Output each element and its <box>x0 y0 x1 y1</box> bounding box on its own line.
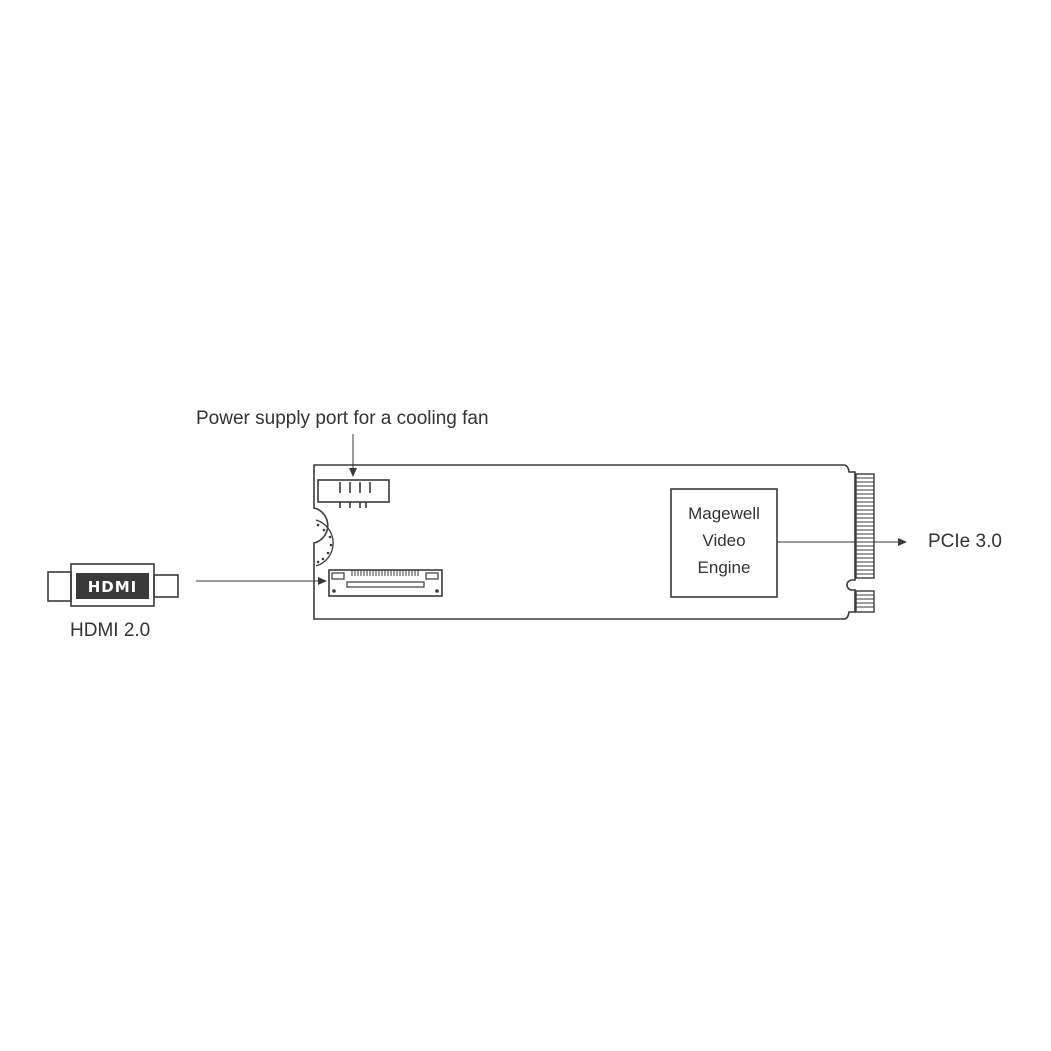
edge-connector-key-pins <box>856 594 874 608</box>
fpc-latches <box>331 572 439 580</box>
hdmi-cable-plug: HDMI <box>47 563 179 607</box>
hdmi-logo-badge <box>76 573 149 599</box>
pcie-arrowhead <box>898 538 907 546</box>
video-engine-chip <box>670 488 778 598</box>
fan-power-header <box>317 479 390 503</box>
mounting-notch-dots <box>316 523 333 564</box>
hdmi-plug-tail <box>47 571 72 602</box>
fpc-mount-dots <box>332 589 439 593</box>
video-engine-label-line-3: Engine <box>697 558 751 577</box>
hdmi-input-label: HDMI 2.0 <box>70 620 151 641</box>
edge-connector-main-pins <box>856 477 874 575</box>
hdmi-plug-tip <box>153 574 179 598</box>
fan-port-label: Power supply port for a cooling fan <box>196 408 489 429</box>
edge-connector-key <box>855 590 875 613</box>
hdmi-logo-text: HDMI <box>88 578 138 596</box>
fpc-contacts <box>351 570 419 576</box>
video-engine-label: Magewell Video Engine <box>671 500 777 581</box>
video-engine-label-line-2: Video <box>702 531 746 550</box>
fan-header-pins <box>339 482 371 508</box>
fan-port-arrowhead <box>349 468 357 477</box>
hdmi-signal-arrowhead <box>318 577 327 585</box>
video-engine-label-line-1: Magewell <box>688 504 760 523</box>
mounting-notch-ring <box>315 519 334 567</box>
pcie-label: PCIe 3.0 <box>928 531 1002 552</box>
fpc-slot <box>346 581 425 588</box>
